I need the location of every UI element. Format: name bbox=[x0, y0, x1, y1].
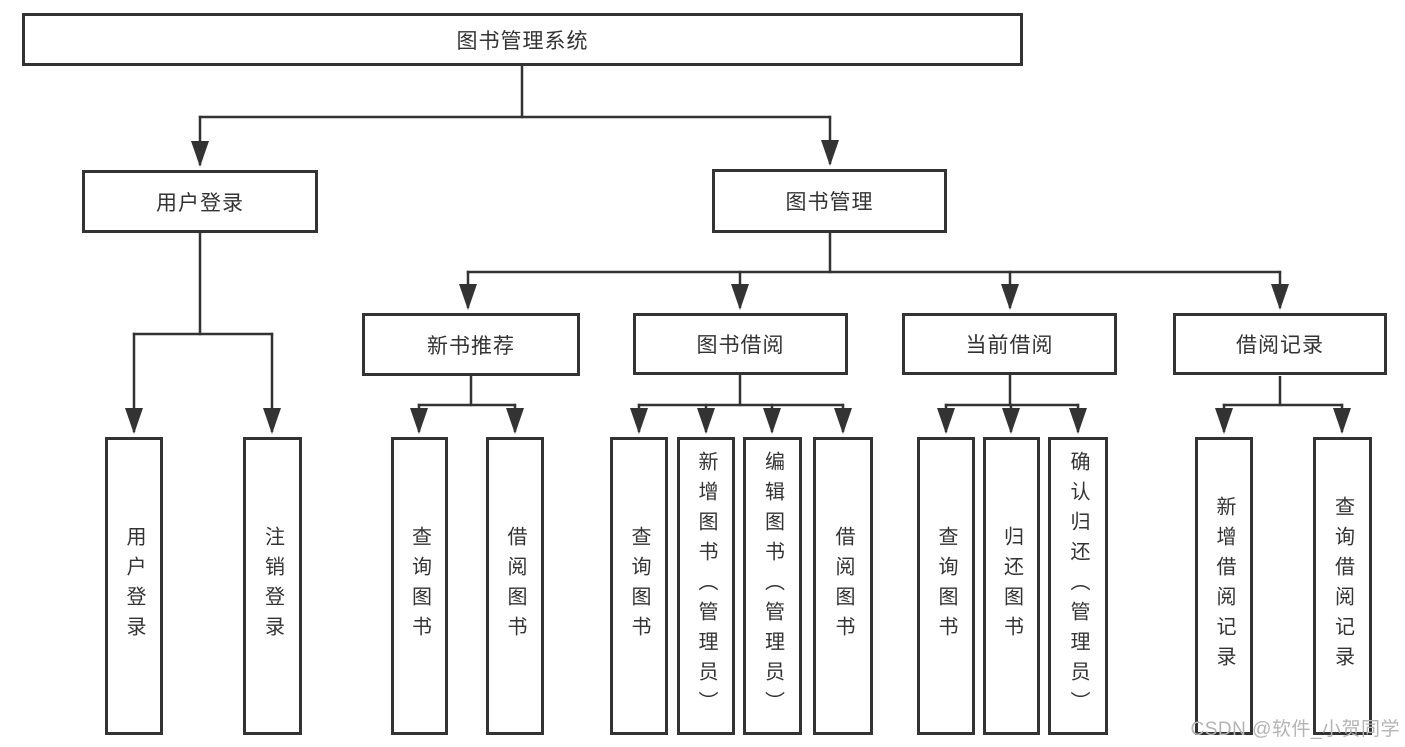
leaf-recommend-borrow-books-label: 借阅图书 bbox=[504, 526, 526, 646]
leaf-user-login: 用户登录 bbox=[105, 437, 163, 735]
node-root: 图书管理系统 bbox=[22, 13, 1023, 66]
node-borrow-records-label: 借阅记录 bbox=[1236, 334, 1324, 357]
leaf-borrow-books: 借阅图书 bbox=[813, 437, 873, 735]
leaf-confirm-return-admin-label: 确认归还（管理员） bbox=[1067, 451, 1089, 721]
node-user-login: 用户登录 bbox=[82, 170, 318, 233]
node-book-management: 图书管理 bbox=[712, 169, 947, 233]
leaf-recommend-borrow-books: 借阅图书 bbox=[486, 437, 544, 735]
leaf-return-book: 归还图书 bbox=[983, 437, 1040, 735]
leaf-edit-book-admin-label: 编辑图书（管理员） bbox=[761, 451, 784, 721]
leaf-query-borrow-record: 查询借阅记录 bbox=[1313, 437, 1372, 735]
leaf-edit-book-admin: 编辑图书（管理员） bbox=[743, 437, 802, 735]
leaf-recommend-query-books: 查询图书 bbox=[391, 437, 448, 735]
node-borrow-records: 借阅记录 bbox=[1173, 313, 1387, 375]
node-new-book-recommend: 新书推荐 bbox=[362, 313, 580, 376]
node-root-label: 图书管理系统 bbox=[456, 29, 589, 53]
node-book-borrow: 图书借阅 bbox=[633, 313, 848, 375]
leaf-borrow-books-label: 借阅图书 bbox=[832, 526, 854, 646]
leaf-query-borrow-record-label: 查询借阅记录 bbox=[1331, 496, 1354, 676]
node-book-borrow-label: 图书借阅 bbox=[696, 334, 785, 357]
node-user-login-label: 用户登录 bbox=[156, 191, 244, 215]
leaf-confirm-return-admin: 确认归还（管理员） bbox=[1048, 437, 1108, 735]
leaf-add-borrow-record: 新增借阅记录 bbox=[1195, 437, 1253, 735]
leaf-recommend-query-books-label: 查询图书 bbox=[408, 526, 431, 646]
leaf-current-query-books-label: 查询图书 bbox=[935, 526, 957, 646]
watermark: CSDN @软件_小贺同学 bbox=[1190, 719, 1400, 740]
leaf-logout-label: 注销登录 bbox=[261, 526, 284, 646]
leaf-borrow-query-books: 查询图书 bbox=[610, 437, 668, 735]
node-current-borrow: 当前借阅 bbox=[902, 313, 1117, 375]
leaf-borrow-query-books-label: 查询图书 bbox=[628, 526, 650, 646]
node-book-management-label: 图书管理 bbox=[785, 191, 874, 214]
leaf-return-book-label: 归还图书 bbox=[1000, 526, 1023, 646]
leaf-add-book-admin: 新增图书（管理员） bbox=[677, 437, 735, 735]
leaf-user-login-label: 用户登录 bbox=[123, 526, 145, 646]
node-current-borrow-label: 当前借阅 bbox=[965, 334, 1054, 357]
leaf-add-borrow-record-label: 新增借阅记录 bbox=[1213, 496, 1235, 676]
leaf-current-query-books: 查询图书 bbox=[917, 437, 975, 735]
leaf-add-book-admin-label: 新增图书（管理员） bbox=[695, 451, 717, 721]
leaf-logout: 注销登录 bbox=[243, 437, 302, 735]
node-new-book-recommend-label: 新书推荐 bbox=[427, 334, 515, 358]
